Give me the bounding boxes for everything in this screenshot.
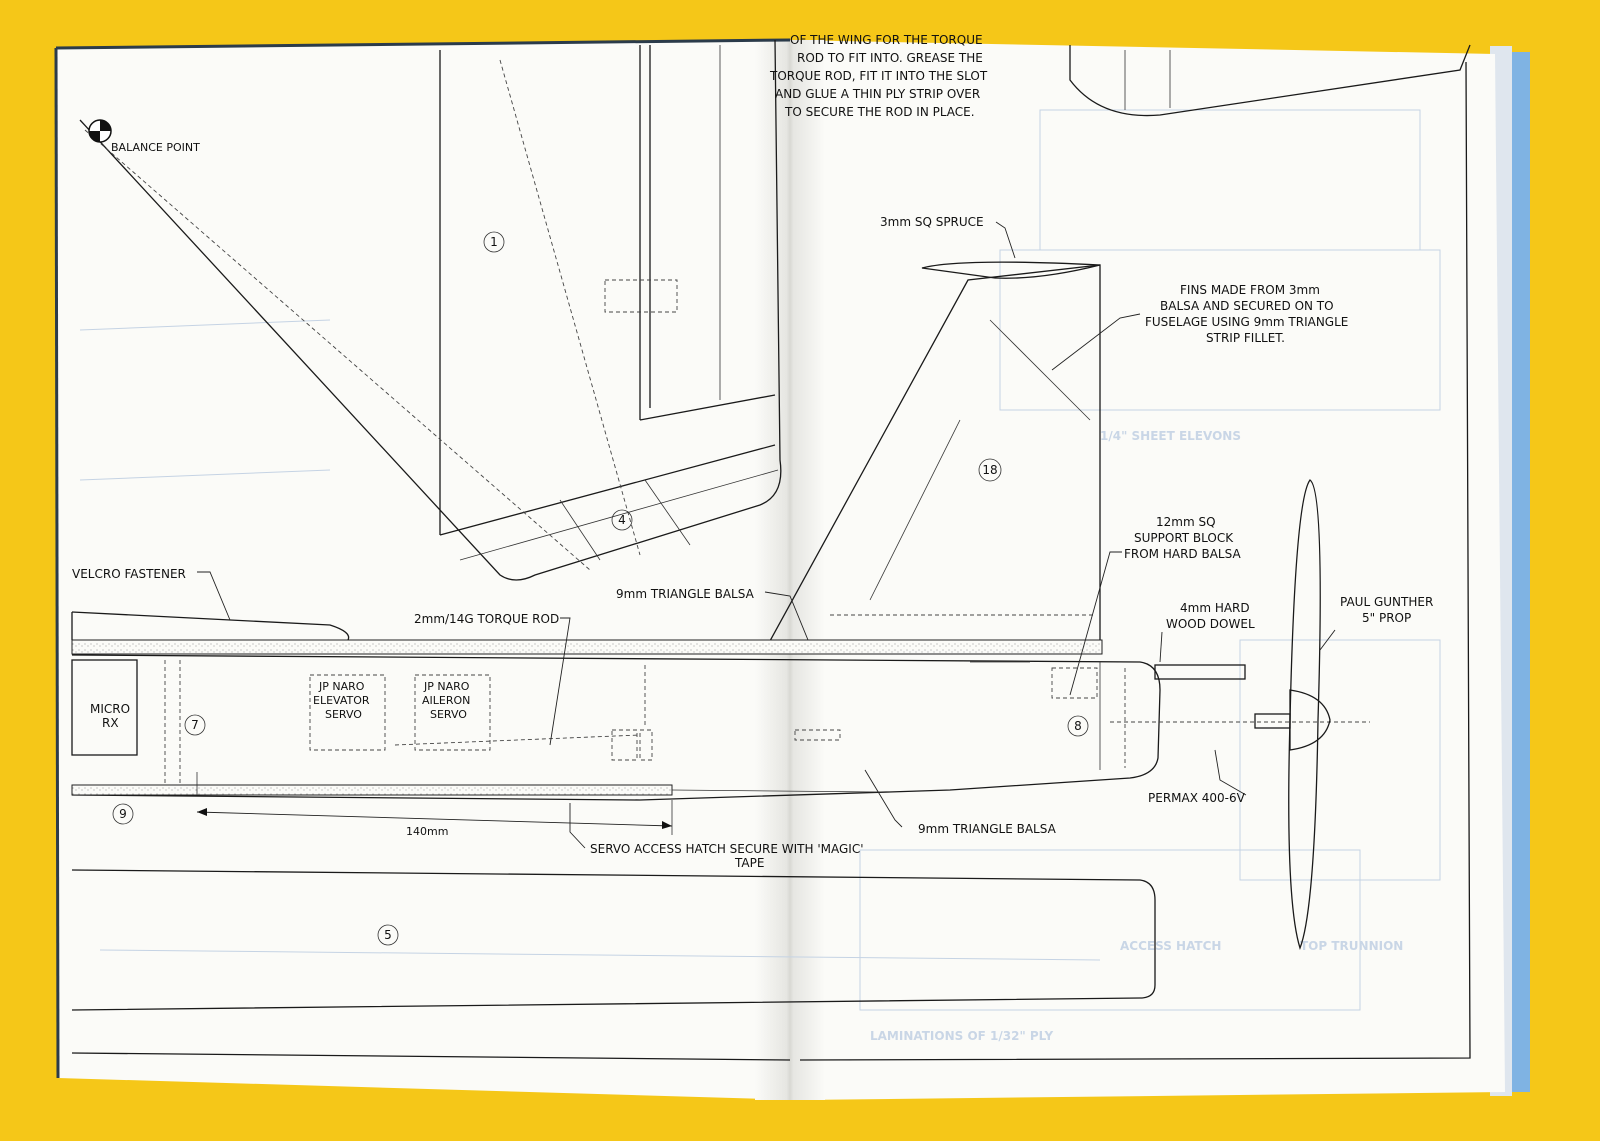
aileron-servo-line-2: AILERON bbox=[422, 694, 470, 707]
right-page bbox=[790, 40, 1505, 1100]
wing-tip-fragment bbox=[1069, 44, 1471, 117]
permax-label: PERMAX 400-6V bbox=[1148, 791, 1246, 805]
part-1-number: 1 bbox=[490, 235, 498, 249]
bleed-through: 1/4" SHEET ELEVONS TOP TRUNNION LAMINATI… bbox=[79, 109, 1441, 1043]
hatch-label: SERVO ACCESS HATCH SECURE WITH 'MAGIC' T… bbox=[590, 842, 864, 870]
part-7: 7 bbox=[184, 714, 206, 736]
dowel-line-2: WOOD DOWEL bbox=[1166, 617, 1255, 631]
lower-wing-bleed-line bbox=[99, 949, 1101, 961]
velcro-label: VELCRO FASTENER bbox=[72, 567, 186, 581]
torque-rod-label: 2mm/14G TORQUE ROD bbox=[414, 612, 559, 626]
left-page bbox=[56, 40, 800, 1100]
elevon-hinge-lines bbox=[1124, 50, 1171, 110]
support-block-line-1: 12mm SQ bbox=[1156, 515, 1216, 529]
top-note-line-3: TORQUE ROD, FIT IT INTO THE SLOT bbox=[769, 69, 988, 83]
aileron-servo-line-1: JP NARO bbox=[423, 680, 470, 693]
elevator-servo-line-2: ELEVATOR bbox=[313, 694, 370, 707]
dimension-label: 140mm bbox=[406, 825, 448, 838]
top-note-line-5: TO SECURE THE ROD IN PLACE. bbox=[784, 105, 975, 119]
support-block-label: 12mm SQ SUPPORT BLOCK FROM HARD BALSA bbox=[1124, 515, 1241, 561]
dowel-line-1: 4mm HARD bbox=[1180, 601, 1250, 615]
part-4-number: 4 bbox=[618, 513, 626, 527]
prop-label-line-2: 5" PROP bbox=[1362, 611, 1411, 625]
fins-label-line-4: STRIP FILLET. bbox=[1206, 331, 1285, 345]
micro-rx-label: MICRO RX bbox=[90, 702, 130, 730]
elevator-servo-label: JP NARO ELEVATOR SERVO bbox=[313, 680, 370, 721]
dowel-label: 4mm HARD WOOD DOWEL bbox=[1166, 601, 1255, 631]
micro-rx-line-1: MICRO bbox=[90, 702, 130, 716]
part-8-number: 8 bbox=[1074, 719, 1082, 733]
elevator-servo-line-1: JP NARO bbox=[318, 680, 365, 693]
aileron-servo-line-3: SERVO bbox=[430, 708, 467, 721]
part-5-number: 5 bbox=[384, 928, 392, 942]
part-4: 4 bbox=[611, 509, 633, 531]
balance-point-label: BALANCE POINT bbox=[111, 141, 200, 154]
elevator-servo-line-3: SERVO bbox=[325, 708, 362, 721]
fin-outline bbox=[764, 261, 1101, 651]
support-block-line-2: SUPPORT BLOCK bbox=[1134, 531, 1234, 545]
magazine bbox=[54, 38, 1530, 1100]
top-note-line-1: OF THE WING FOR THE TORQUE bbox=[790, 33, 983, 47]
fins-label-line-2: BALSA AND SECURED ON TO bbox=[1160, 299, 1334, 313]
lower-wing-part-5 bbox=[71, 869, 1156, 1011]
triangle-balsa-bottom-label: 9mm TRIANGLE BALSA bbox=[918, 822, 1057, 836]
top-note: OF THE WING FOR THE TORQUE ROD TO FIT IN… bbox=[769, 33, 988, 119]
part-5: 5 bbox=[377, 924, 399, 946]
top-note-line-2: ROD TO FIT INTO. GREASE THE bbox=[797, 51, 983, 65]
part-18-number: 18 bbox=[982, 463, 997, 477]
dimension-140mm bbox=[196, 800, 673, 835]
prop-label: PAUL GUNTHER 5" PROP bbox=[1340, 595, 1433, 625]
part-7-number: 7 bbox=[191, 718, 199, 732]
svg-text:1/4" SHEET ELEVONS: 1/4" SHEET ELEVONS bbox=[1100, 429, 1241, 443]
part-1: 1 bbox=[483, 231, 505, 253]
leader-lines bbox=[197, 221, 1336, 849]
svg-text:TOP TRUNNION: TOP TRUNNION bbox=[1300, 939, 1403, 953]
svg-text:LAMINATIONS OF 1/32" PLY: LAMINATIONS OF 1/32" PLY bbox=[870, 1029, 1053, 1043]
fins-label: FINS MADE FROM 3mm BALSA AND SECURED ON … bbox=[1145, 283, 1348, 345]
support-block-line-3: FROM HARD BALSA bbox=[1124, 547, 1241, 561]
part-9-number: 9 bbox=[119, 807, 127, 821]
part-18: 18 bbox=[978, 458, 1002, 482]
triangle-balsa-top-label: 9mm TRIANGLE BALSA bbox=[616, 587, 755, 601]
top-note-line-4: AND GLUE A THIN PLY STRIP OVER bbox=[775, 87, 980, 101]
propeller-icon bbox=[1254, 479, 1331, 950]
part-8: 8 bbox=[1067, 715, 1089, 737]
balance-point-icon bbox=[88, 119, 112, 143]
fins-label-line-3: FUSELAGE USING 9mm TRIANGLE bbox=[1145, 315, 1348, 329]
left-page-side-edge bbox=[54, 47, 60, 1079]
part-9: 9 bbox=[112, 803, 134, 825]
wing-outline bbox=[79, 39, 782, 581]
prop-label-line-1: PAUL GUNTHER bbox=[1340, 595, 1433, 609]
spruce-label: 3mm SQ SPRUCE bbox=[880, 215, 984, 229]
hatch-line-1: SERVO ACCESS HATCH SECURE WITH 'MAGIC' bbox=[590, 842, 864, 856]
page-gutter bbox=[755, 40, 825, 1100]
fins-label-line-1: FINS MADE FROM 3mm bbox=[1180, 283, 1320, 297]
hatch-line-2: TAPE bbox=[734, 856, 764, 870]
micro-rx-line-2: RX bbox=[102, 716, 119, 730]
plan-border bbox=[71, 61, 1471, 1061]
aileron-servo-label: JP NARO AILERON SERVO bbox=[422, 680, 470, 721]
svg-text:ACCESS HATCH: ACCESS HATCH bbox=[1120, 939, 1221, 953]
fuselage bbox=[71, 611, 1370, 801]
left-page-top-edge bbox=[55, 38, 791, 50]
